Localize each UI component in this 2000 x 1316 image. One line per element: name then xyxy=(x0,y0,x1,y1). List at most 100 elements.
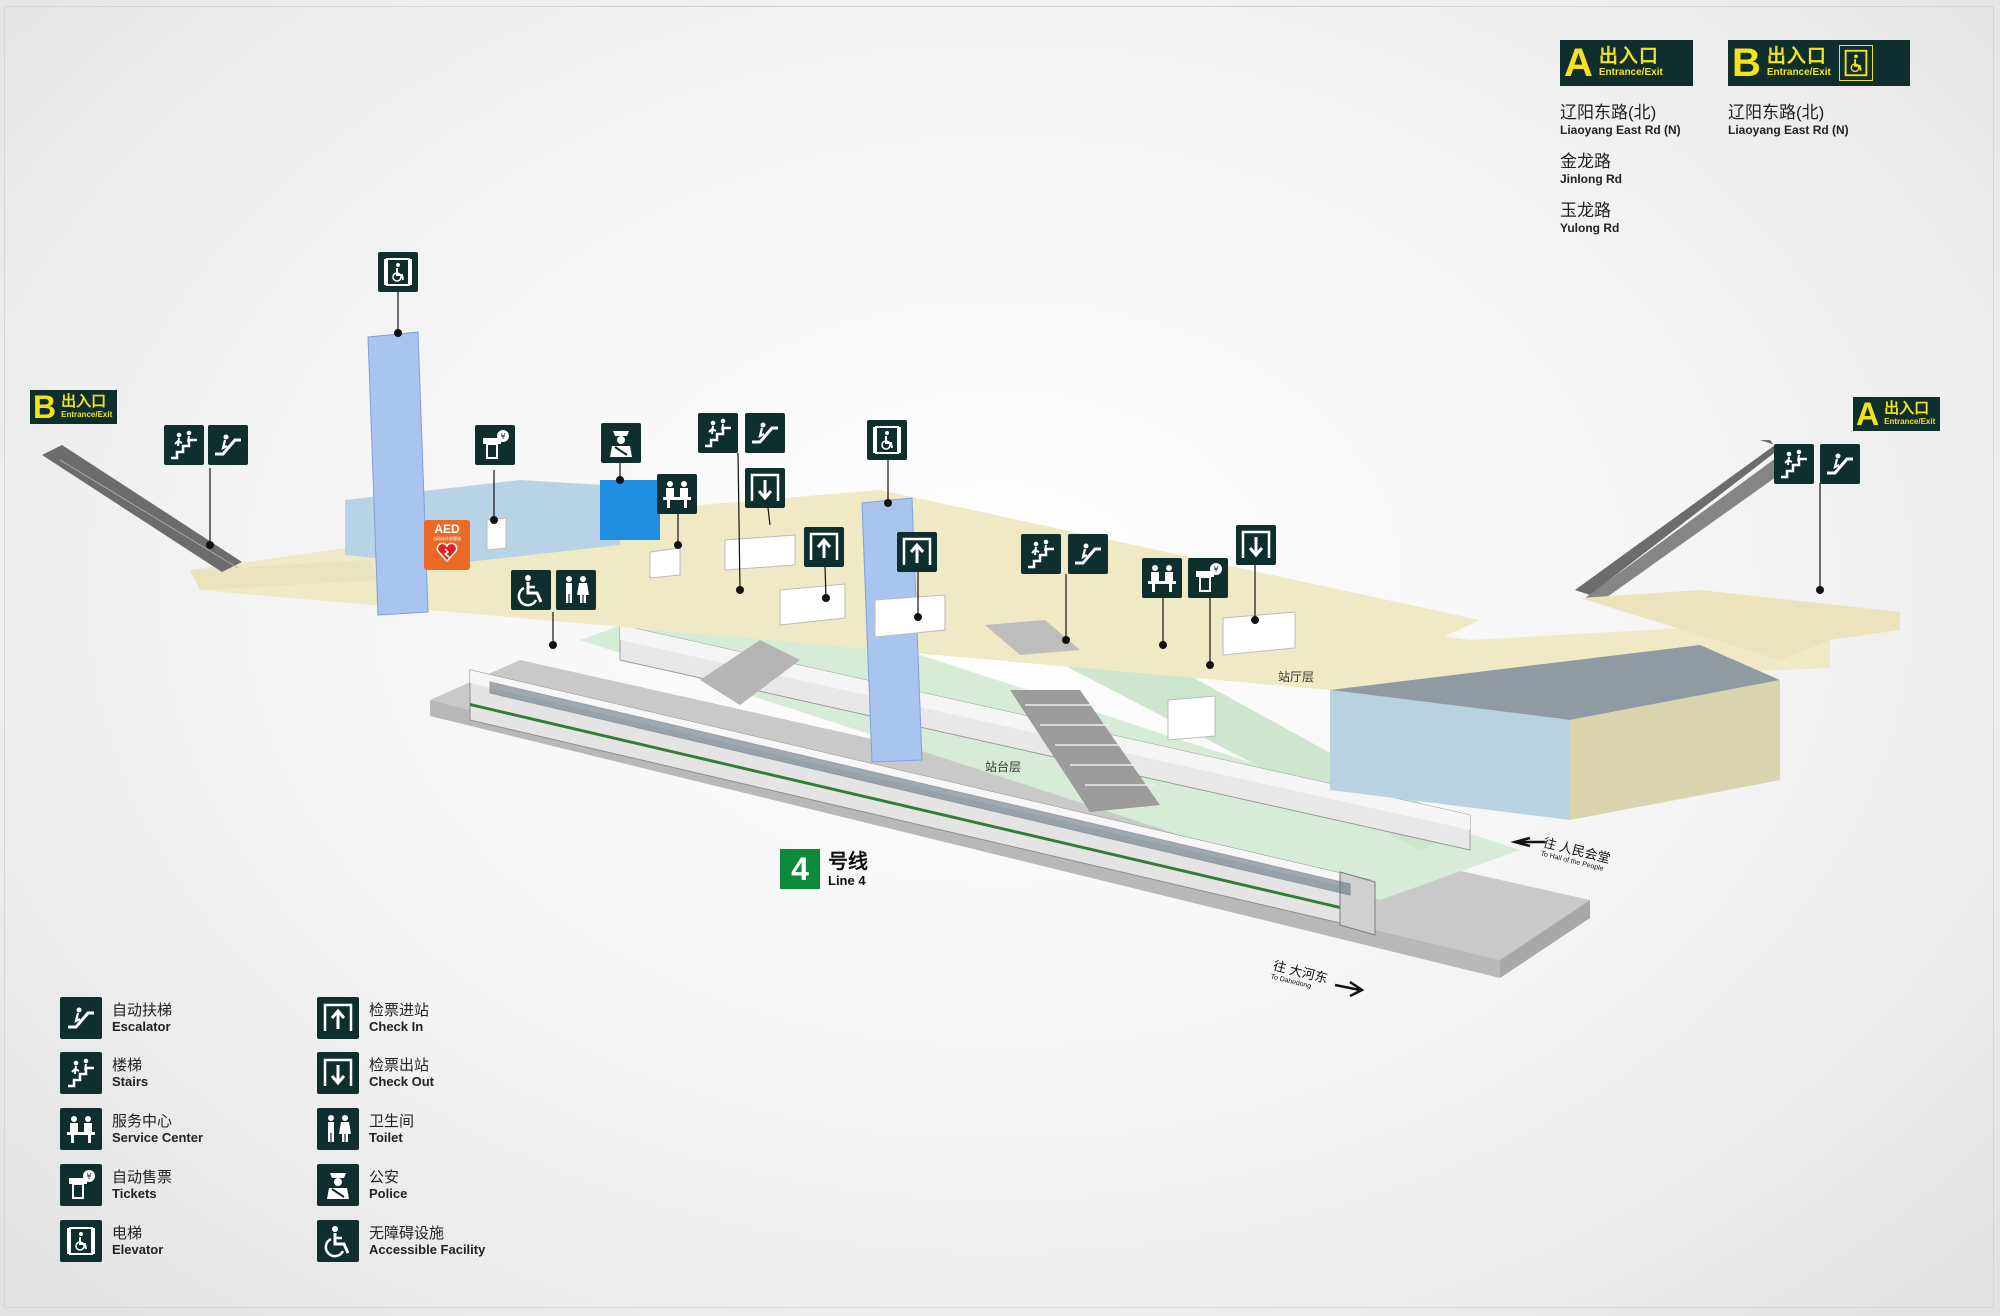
legend-cn: 服务中心 xyxy=(112,1113,173,1130)
entrance-a-badge: A 出入口 Entrance/Exit xyxy=(1560,40,1693,86)
check-in-icon xyxy=(317,997,359,1039)
right-block-side xyxy=(1570,680,1780,820)
elevator-icon xyxy=(867,420,907,460)
arrow-to-hall xyxy=(1510,836,1545,848)
elevator-shaft-left xyxy=(367,331,429,616)
entrance-letter: B xyxy=(1732,41,1761,85)
legend-en: Stairs xyxy=(112,1074,149,1089)
entrance-b-badge: B 出入口 Entrance/Exit xyxy=(1728,40,1910,86)
entrance-cn: 出入口 xyxy=(1884,400,1930,417)
legend-cn: 自动扶梯 xyxy=(112,1002,173,1019)
tickets-icon xyxy=(1188,558,1228,598)
check-out-icon xyxy=(317,1052,359,1094)
entrance-a-right-badge: A 出入口 Entrance/Exit xyxy=(1853,396,1941,432)
stairs-icon xyxy=(698,413,738,453)
service-center-icon xyxy=(60,1108,102,1150)
destination-a-1: 辽阳东路(北) Liaoyang East Rd (N) xyxy=(1560,103,1681,137)
escalator-down-mid xyxy=(985,620,1080,655)
destination-cn: 辽阳东路(北) xyxy=(1560,103,1657,122)
check-out-icon xyxy=(1236,525,1276,565)
left-blue-room xyxy=(600,480,660,540)
entrance-b-left-badge: B 出入口 Entrance/Exit xyxy=(30,389,118,425)
destination-a-2: 金龙路 Jinlong Rd xyxy=(1560,152,1622,186)
entrance-en: Entrance/Exit xyxy=(1766,67,1831,78)
check-in-icon xyxy=(804,527,844,567)
service-center-icon xyxy=(1142,558,1182,598)
arrow-to-dahedong xyxy=(1334,980,1365,998)
destination-a-3: 玉龙路 Yulong Rd xyxy=(1560,201,1619,235)
train-windows xyxy=(489,681,1351,896)
heart-icon xyxy=(436,542,458,562)
line-number: 4 xyxy=(780,849,820,889)
toilet-icon xyxy=(556,570,596,610)
stairs-icon xyxy=(1021,534,1061,574)
map-frame xyxy=(4,6,1994,1308)
destination-en: Jinlong Rd xyxy=(1560,172,1622,186)
legend-cn: 公安 xyxy=(369,1169,400,1186)
escalator-right xyxy=(1575,440,1778,595)
accessible-icon xyxy=(511,570,551,610)
legend-cn: 电梯 xyxy=(112,1225,143,1242)
elevator-icon xyxy=(1838,45,1873,81)
destination-en: Liaoyang East Rd (N) xyxy=(1728,123,1849,137)
legend-cn: 检票进站 xyxy=(369,1002,430,1019)
legend-en: Accessible Facility xyxy=(369,1242,486,1257)
elevator-icon xyxy=(378,252,418,292)
entrance-cn: 出入口 xyxy=(1598,46,1659,67)
entrance-letter: A xyxy=(1856,396,1880,432)
escalator-icon xyxy=(60,997,102,1039)
destination-en: Yulong Rd xyxy=(1560,221,1620,235)
entrance-en: Entrance/Exit xyxy=(1884,417,1936,426)
escalator-icon xyxy=(1820,444,1860,484)
legend-en: Police xyxy=(369,1186,408,1201)
check-in-icon xyxy=(897,532,937,572)
line-en: Line 4 xyxy=(828,872,866,888)
entrance-letter: B xyxy=(33,389,57,425)
service-center-icon xyxy=(657,474,697,514)
police-icon xyxy=(601,423,641,463)
line-4-badge: 4 号线 Line 4 xyxy=(780,849,868,889)
escalator-icon xyxy=(208,425,248,465)
aed-subtitle: 自动体外除颤器 xyxy=(433,536,461,541)
destination-en: Liaoyang East Rd (N) xyxy=(1560,123,1681,137)
fare-gates xyxy=(486,517,1296,741)
elevator-icon xyxy=(60,1220,102,1262)
legend-cn: 检票出站 xyxy=(369,1057,430,1074)
tickets-icon xyxy=(475,425,515,465)
toilet-icon xyxy=(317,1108,359,1150)
right-block-front xyxy=(1330,690,1570,820)
stairs-icon xyxy=(1774,444,1814,484)
destination-cn: 玉龙路 xyxy=(1560,201,1611,220)
stairs-icon xyxy=(164,425,204,465)
entrance-cn: 出入口 xyxy=(61,393,107,410)
platform-floor-label: 站台层 xyxy=(985,760,1022,774)
entrance-en: Entrance/Exit xyxy=(1598,67,1663,78)
aed-sign: AED 自动体外除颤器 xyxy=(424,520,470,570)
stairs-icon xyxy=(60,1052,102,1094)
line-cn: 号线 xyxy=(828,850,868,873)
legend-en: Toilet xyxy=(369,1130,403,1145)
legend-cn: 无障碍设施 xyxy=(369,1225,445,1242)
escalator-icon xyxy=(745,413,785,453)
destination-cn: 金龙路 xyxy=(1560,152,1611,171)
right-block-top xyxy=(1330,645,1780,720)
check-out-icon xyxy=(745,468,785,508)
legend-en: Service Center xyxy=(112,1130,204,1145)
aed-title: AED xyxy=(434,522,460,536)
track-bed-edge xyxy=(1500,900,1590,978)
leader-lines xyxy=(209,292,1821,665)
stair-opening-2 xyxy=(1010,690,1160,812)
legend-cn: 楼梯 xyxy=(112,1057,143,1074)
tickets-icon xyxy=(60,1164,102,1206)
walkway-right xyxy=(1580,590,1900,660)
legend-en: Elevator xyxy=(112,1242,164,1257)
